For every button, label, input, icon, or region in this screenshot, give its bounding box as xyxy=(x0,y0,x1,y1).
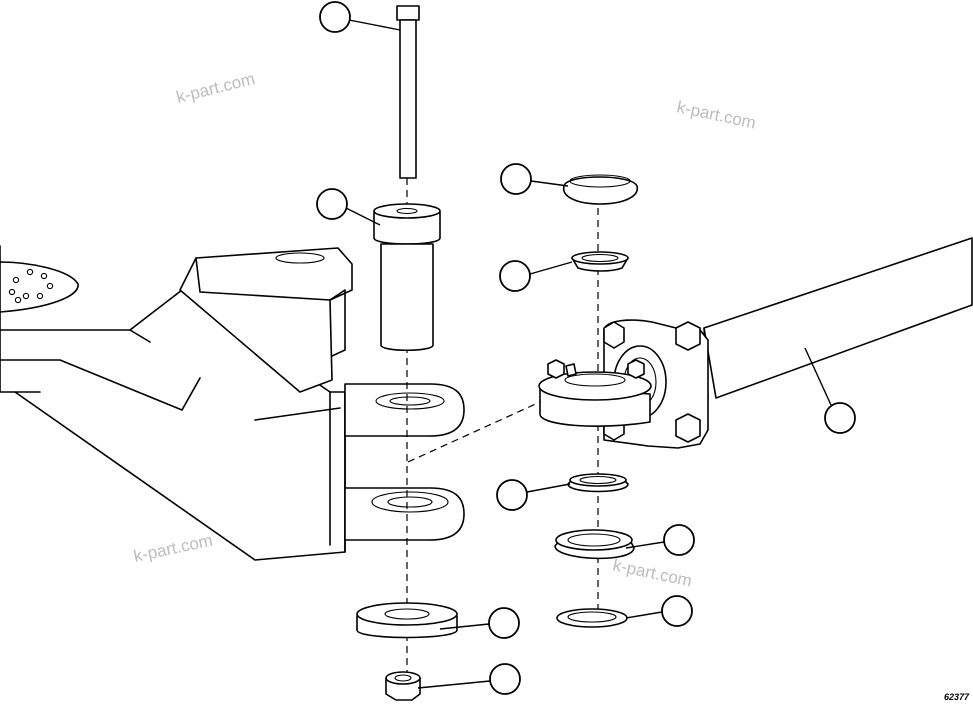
watermark: k-part.com xyxy=(611,555,693,590)
watermark: k-part.com xyxy=(174,69,257,107)
bolt xyxy=(396,5,420,179)
nut xyxy=(385,671,421,701)
bushing xyxy=(373,203,441,351)
bearing-cup xyxy=(554,529,635,560)
callout-bushing xyxy=(316,188,381,226)
reference-number: 62377 xyxy=(944,692,970,702)
watermark: k-part.com xyxy=(675,97,757,132)
spacer xyxy=(356,602,458,639)
callout-nut xyxy=(417,663,521,695)
lower-seal xyxy=(567,473,629,493)
callout-spacer xyxy=(439,607,520,639)
callout-lower-seal xyxy=(496,479,571,511)
upper-seal xyxy=(571,251,629,272)
axle-beam xyxy=(0,245,465,561)
callout-bolt xyxy=(319,1,401,33)
callout-washer xyxy=(625,595,693,627)
link-centerline xyxy=(407,401,541,463)
steering-cylinder xyxy=(538,237,973,449)
callout-steering-cylinder xyxy=(804,347,856,434)
callout-grease-cap xyxy=(500,163,569,195)
callout-upper-seal xyxy=(499,260,573,292)
grease-cap xyxy=(563,174,638,205)
watermark: k-part.com xyxy=(132,531,214,566)
callout-bearing-cup xyxy=(625,524,695,556)
washer xyxy=(556,608,628,628)
